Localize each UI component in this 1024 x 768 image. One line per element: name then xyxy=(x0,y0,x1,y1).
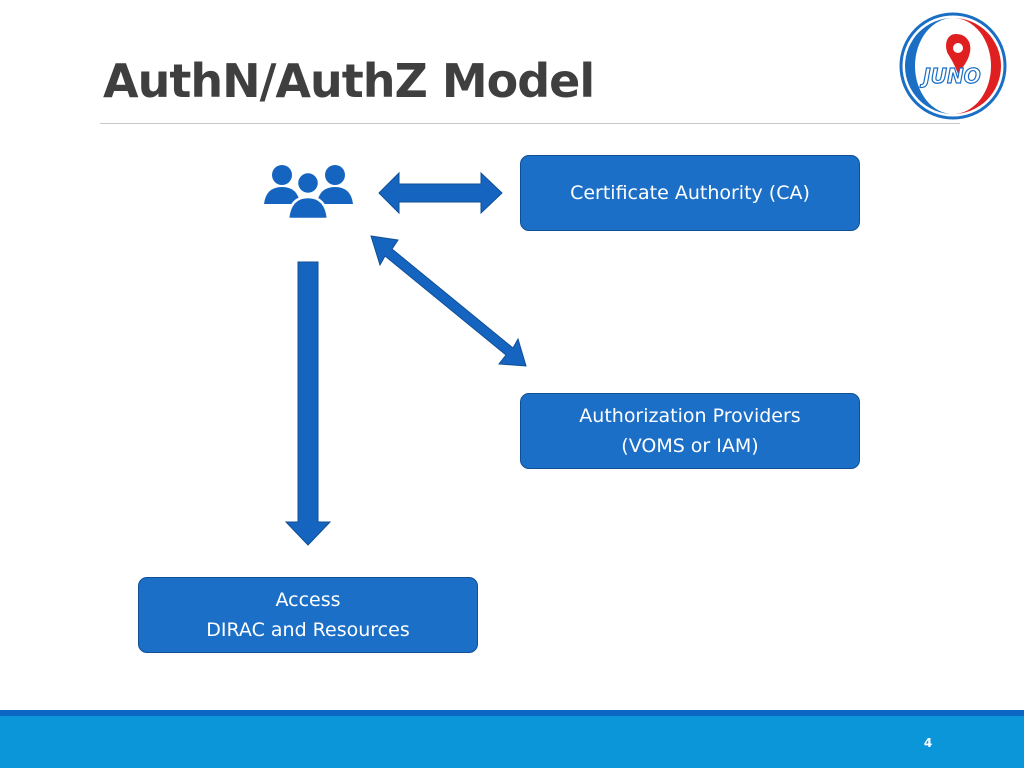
access-sublabel: DIRAC and Resources xyxy=(206,619,410,641)
arrow-users-to-access xyxy=(284,261,332,546)
logo-figure xyxy=(946,34,971,74)
user-right-body xyxy=(317,187,353,204)
logo-right-crescent xyxy=(953,18,1001,114)
users-group-icon xyxy=(264,165,353,221)
logo-wordmark: JUNO xyxy=(919,64,980,88)
title-divider xyxy=(100,123,960,124)
user-left-body xyxy=(264,187,300,204)
user-right-head xyxy=(325,165,345,185)
access-label: Access xyxy=(275,589,341,611)
user-center-body xyxy=(286,195,330,221)
juno-logo: JUNO xyxy=(899,12,1007,120)
page-number: 4 xyxy=(923,736,933,750)
authorization-providers-label: Authorization Providers xyxy=(579,405,801,427)
arrow-users-to-authz xyxy=(370,235,527,367)
authorization-providers-sublabel: (VOMS or IAM) xyxy=(621,435,759,457)
arrow-users-to-ca xyxy=(378,171,503,215)
certificate-authority-box: Certificate Authority (CA) xyxy=(520,155,860,231)
footer-bar xyxy=(0,716,1024,768)
user-left-head xyxy=(272,165,292,185)
slide-footer: 4 xyxy=(0,710,1024,768)
user-center-head xyxy=(295,170,321,196)
slide-title: AuthN/AuthZ Model xyxy=(103,54,595,108)
footer-stripe xyxy=(0,710,1024,716)
logo-figure-core xyxy=(953,43,963,53)
certificate-authority-label: Certificate Authority (CA) xyxy=(570,182,810,204)
authorization-providers-box: Authorization Providers (VOMS or IAM) xyxy=(520,393,860,469)
access-box: Access DIRAC and Resources xyxy=(138,577,478,653)
logo-left-crescent xyxy=(905,18,953,114)
logo-ring xyxy=(899,12,1007,120)
